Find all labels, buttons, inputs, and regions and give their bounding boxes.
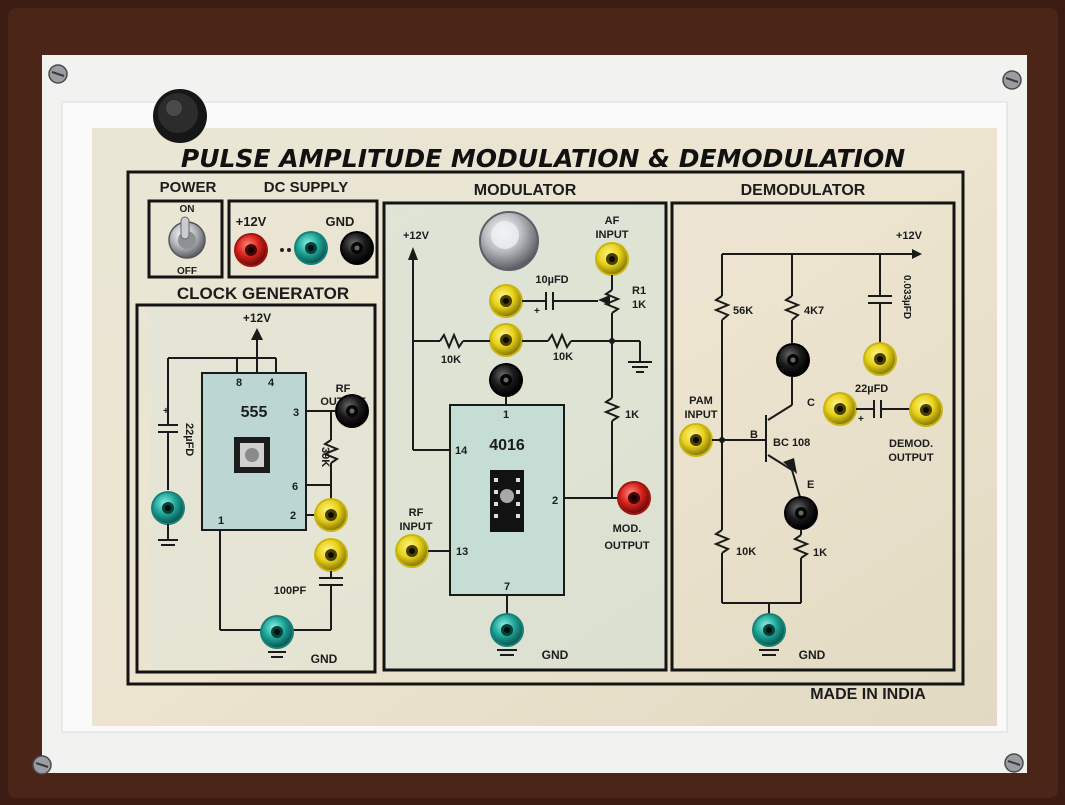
svg-text:10K: 10K: [441, 354, 461, 366]
modulator-led-icon: [479, 211, 539, 271]
svg-text:DEMOD.: DEMOD.: [889, 438, 933, 450]
svg-text:1: 1: [218, 515, 224, 527]
af-input-jack[interactable]: [595, 242, 629, 276]
modulator-label: MODULATOR: [474, 182, 577, 199]
clock-cap-label: 22µFD: [183, 423, 195, 456]
potentiometer-knob-icon[interactable]: [153, 89, 207, 143]
svg-text:OUTPUT: OUTPUT: [604, 540, 650, 552]
mod-cap-label: 10µFD: [535, 274, 568, 286]
svg-text:C: C: [807, 397, 815, 409]
mod-gnd-jack[interactable]: [490, 613, 524, 647]
ic-4016-label: 4016: [489, 437, 525, 454]
svg-text:1K: 1K: [632, 299, 646, 311]
dc-gnd-teal-jack[interactable]: [294, 231, 328, 265]
dc-gnd-label: GND: [326, 214, 355, 229]
mod-vcc-label: +12V: [403, 230, 430, 242]
outer-border: [126, 170, 965, 686]
dc-plus12-label: +12V: [236, 214, 267, 229]
svg-text:INPUT: INPUT: [596, 229, 629, 241]
screw-icon: [48, 64, 68, 84]
demod-gnd-label: GND: [799, 648, 826, 662]
demodulator-label: DEMODULATOR: [741, 182, 866, 199]
svg-text:2: 2: [552, 495, 558, 507]
clock-gnd-label: GND: [311, 652, 338, 666]
demod-gnd-jack[interactable]: [752, 613, 786, 647]
power-label: POWER: [160, 179, 217, 196]
svg-text:56K: 56K: [733, 305, 753, 317]
demod-cap-top-jack[interactable]: [863, 342, 897, 376]
pam-input-jack[interactable]: [679, 423, 713, 457]
svg-text:4K7: 4K7: [804, 305, 824, 317]
svg-text:14: 14: [455, 445, 468, 457]
power-on-label: ON: [180, 204, 195, 215]
svg-text:INPUT: INPUT: [400, 521, 433, 533]
demod-cap-top-label: 0.033µFD: [901, 275, 912, 319]
clock-cap-jack[interactable]: [314, 538, 348, 572]
svg-text:INPUT: INPUT: [685, 409, 718, 421]
screw-icon: [1002, 70, 1022, 90]
clock-gnd-jack[interactable]: [260, 615, 294, 649]
demod-output-jack[interactable]: [909, 393, 943, 427]
svg-text:PAM: PAM: [689, 395, 713, 407]
svg-text:RF: RF: [409, 507, 424, 519]
svg-text:10K: 10K: [553, 351, 573, 363]
demod-cap-label: 22µFD: [855, 383, 888, 395]
svg-text:+: +: [858, 414, 864, 425]
svg-text:6: 6: [292, 481, 298, 493]
demod-collector-jack[interactable]: [776, 343, 810, 377]
mod-black-jack[interactable]: [489, 363, 523, 397]
svg-text:MOD.: MOD.: [613, 523, 642, 535]
svg-text:R1: R1: [632, 285, 646, 297]
svg-text:1K: 1K: [813, 547, 827, 559]
demod-emitter-jack[interactable]: [784, 496, 818, 530]
svg-text:1: 1: [503, 409, 509, 421]
mod-cap-jack[interactable]: [489, 284, 523, 318]
clock-vcc-label: +12V: [243, 311, 271, 325]
clock-trigger-jack[interactable]: [314, 498, 348, 532]
ic-555-label: 555: [241, 404, 268, 421]
svg-text:13: 13: [456, 546, 468, 558]
svg-text:RF: RF: [336, 383, 351, 395]
transistor-label: BC 108: [773, 437, 810, 449]
dc-supply-label: DC SUPPLY: [264, 179, 348, 196]
mod-gnd-label: GND: [542, 648, 569, 662]
clock-rf-output-jack[interactable]: [335, 394, 369, 428]
mod-rf-input-jack[interactable]: [395, 534, 429, 568]
ic-4016-socket[interactable]: [490, 470, 524, 532]
svg-text:4: 4: [268, 377, 275, 389]
mod-mid-jack[interactable]: [489, 323, 523, 357]
screw-icon: [1004, 753, 1024, 773]
svg-text:7: 7: [504, 581, 510, 593]
clock-39k-label: 39K: [319, 447, 331, 467]
clock-100pf-label: 100PF: [274, 585, 307, 597]
svg-text:3: 3: [293, 407, 299, 419]
svg-text:+: +: [534, 306, 540, 317]
svg-text:E: E: [807, 479, 814, 491]
svg-text:+: +: [163, 406, 169, 417]
dc-gnd-black-jack[interactable]: [340, 231, 374, 265]
panel-title: PULSE AMPLITUDE MODULATION & DEMODULATIO…: [181, 144, 905, 173]
screw-icon: [32, 755, 52, 775]
svg-text:B: B: [750, 429, 758, 441]
clock-gnd-jack-left[interactable]: [151, 491, 185, 525]
svg-text:10K: 10K: [736, 546, 756, 558]
power-toggle-switch[interactable]: [168, 216, 206, 259]
clock-generator-label: CLOCK GENERATOR: [177, 284, 349, 303]
dc-plus12-red-jack[interactable]: [234, 233, 268, 267]
demod-vcc-label: +12V: [896, 230, 923, 242]
ic-555-socket[interactable]: [234, 437, 270, 473]
svg-text:OUTPUT: OUTPUT: [888, 452, 934, 464]
power-off-label: OFF: [177, 266, 197, 277]
svg-text:2: 2: [290, 510, 296, 522]
svg-text:AF: AF: [605, 215, 620, 227]
svg-text:1K: 1K: [625, 409, 639, 421]
svg-text:8: 8: [236, 377, 242, 389]
made-in-india-label: MADE IN INDIA: [810, 686, 926, 703]
mod-output-jack[interactable]: [617, 481, 651, 515]
demod-cap-left-jack[interactable]: [823, 392, 857, 426]
